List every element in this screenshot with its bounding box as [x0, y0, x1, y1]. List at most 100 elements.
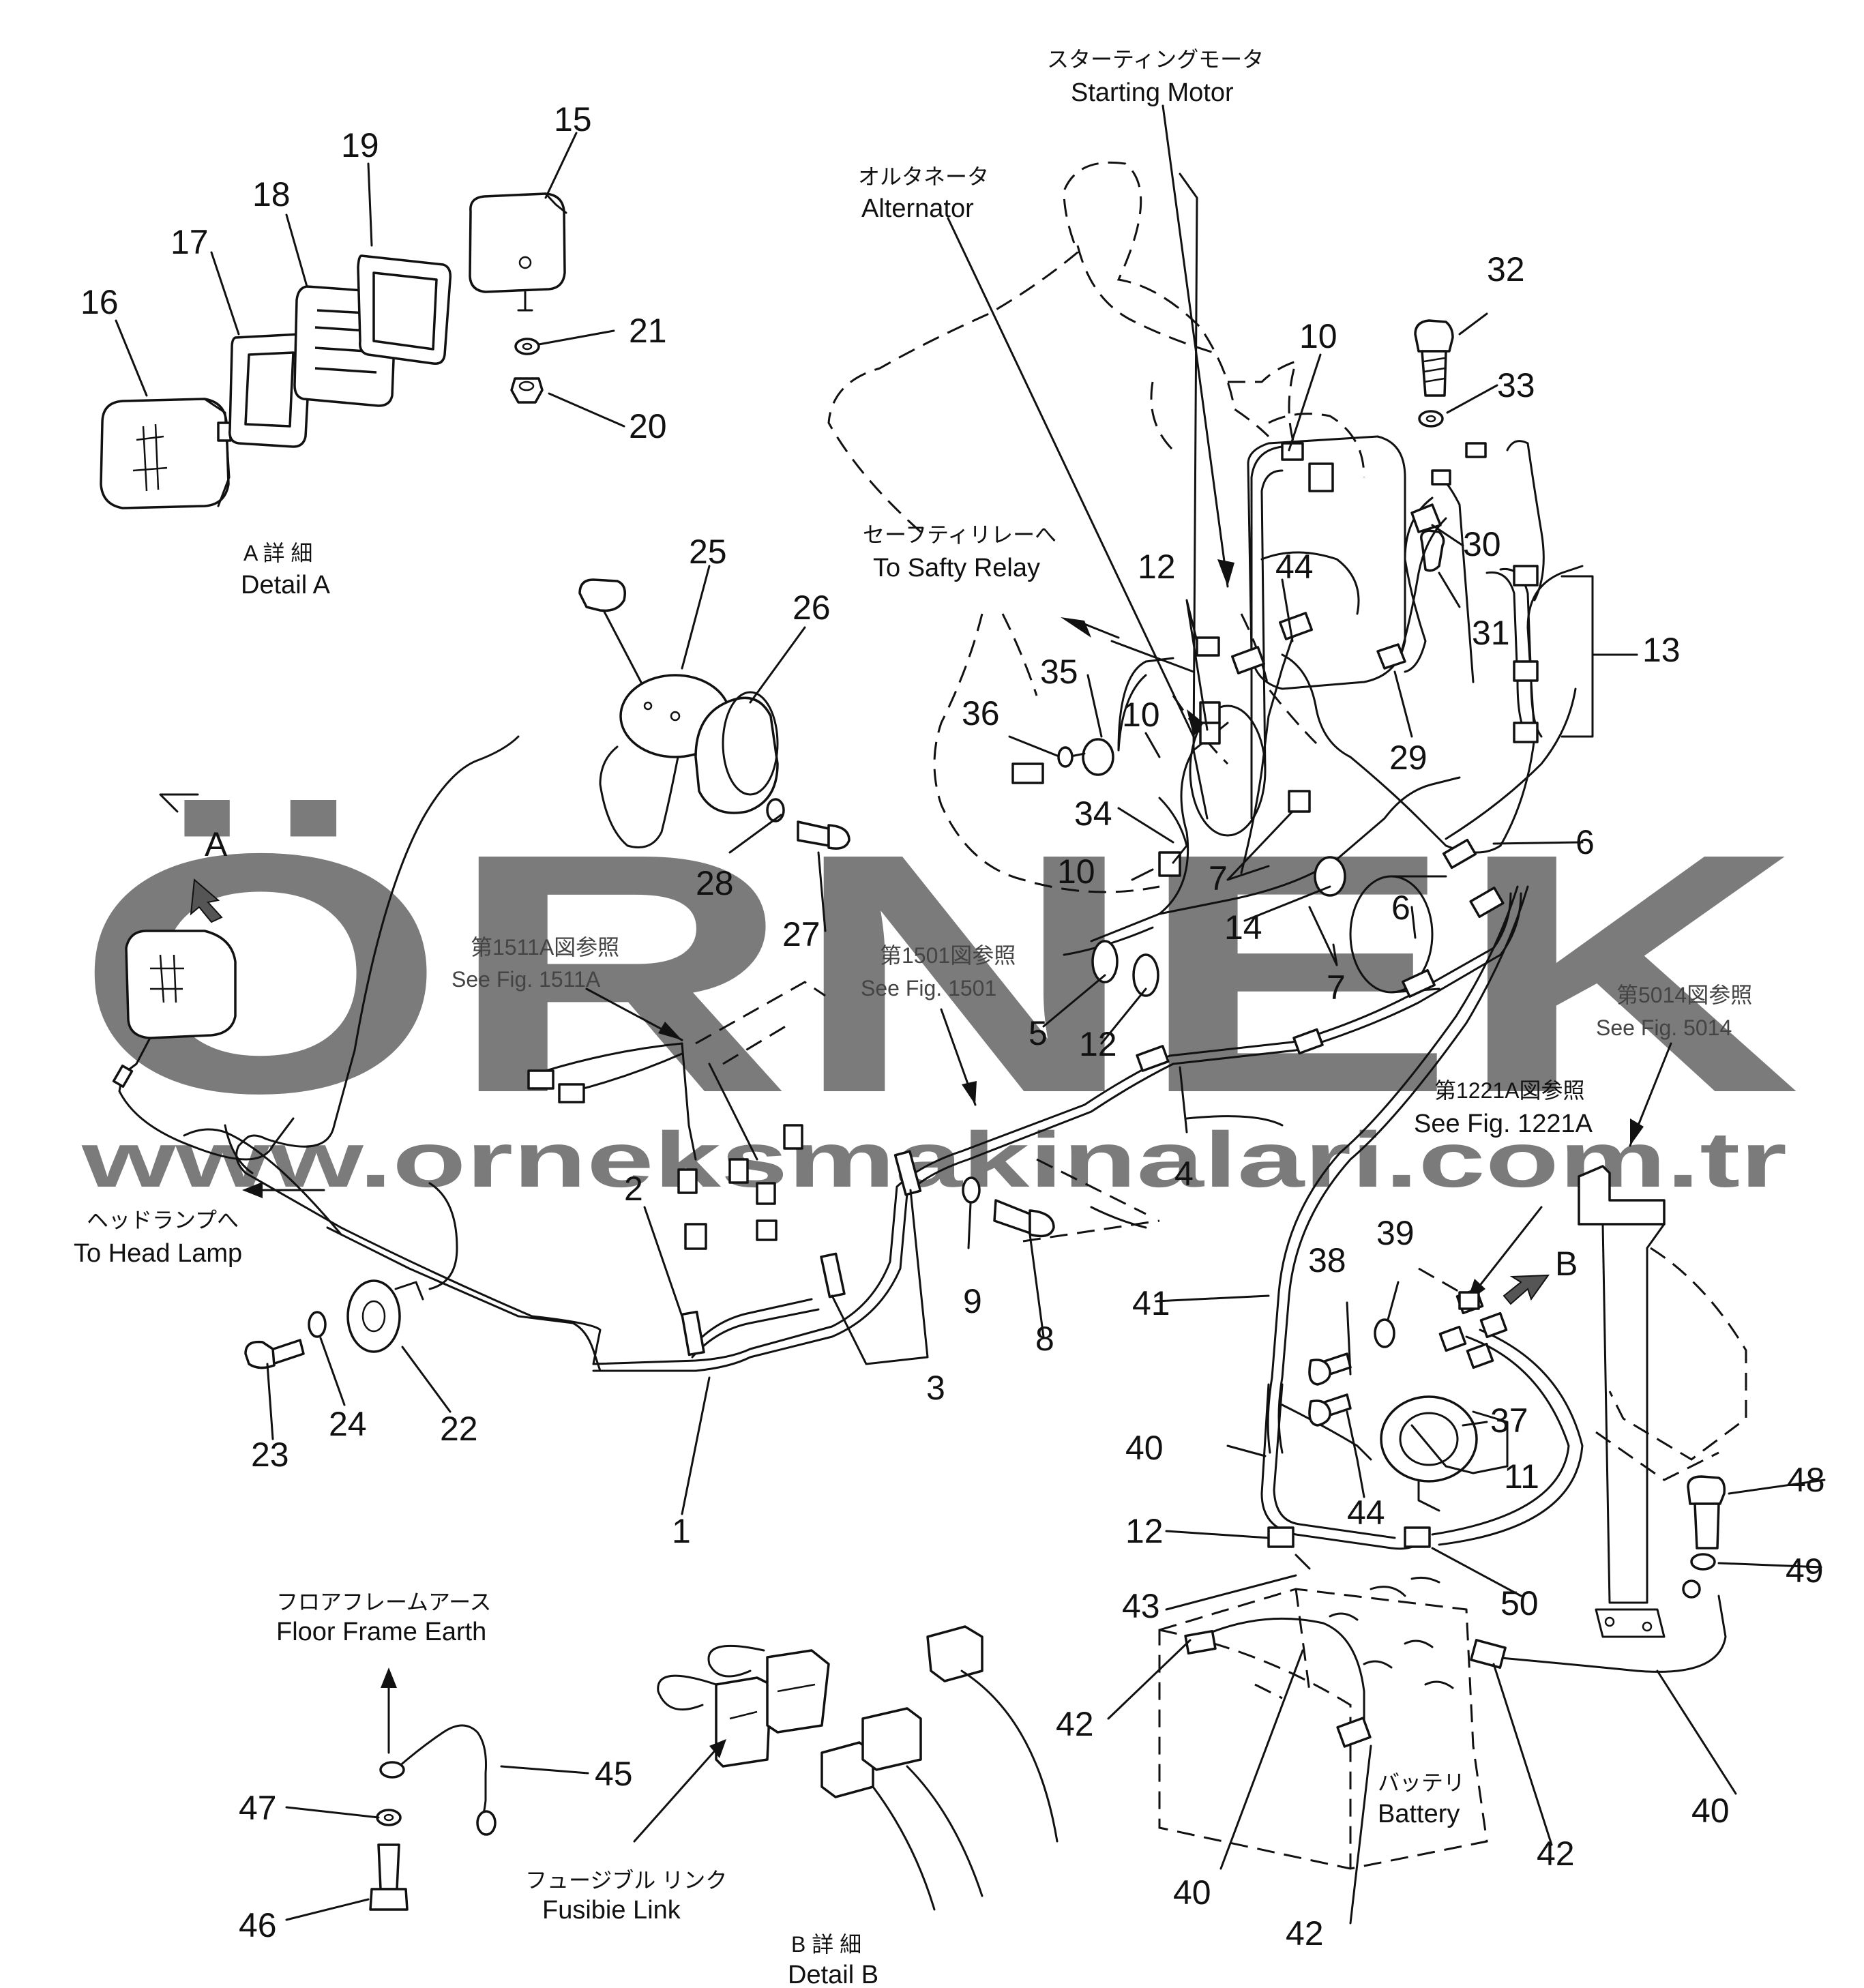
callout-42-b: 42	[1286, 1914, 1324, 1953]
see-5014-jp: 第5014図参照	[1616, 983, 1752, 1007]
fusible-link-en: Fusibie Link	[542, 1896, 681, 1925]
arrow-floor-earth-icon	[381, 1667, 397, 1688]
washer-39	[1374, 1318, 1395, 1348]
lamp-a	[112, 793, 237, 1088]
harness-clamps	[681, 442, 1505, 1548]
head-lamp-en: To Head Lamp	[74, 1239, 242, 1268]
callout-33: 33	[1497, 366, 1535, 404]
bracket-5014	[1578, 1165, 1747, 1638]
bulb-35	[1082, 738, 1114, 776]
callout-18: 18	[252, 175, 291, 213]
view-a-arrow-icon	[190, 878, 223, 923]
callout-7-b: 7	[1327, 968, 1346, 1007]
bolt-38	[1308, 1352, 1352, 1427]
watermark: ÖRNEK www.orneksmakinalari.com.tr	[75, 782, 1801, 1204]
view-a-label: A	[205, 825, 228, 863]
callout-43: 43	[1122, 1587, 1160, 1625]
callout-4: 4	[1174, 1155, 1194, 1193]
callout-10-c: 10	[1299, 317, 1337, 355]
detail-b-jp: B 詳 細	[791, 1932, 861, 1957]
callout-6-a: 6	[1575, 823, 1595, 861]
lamp-15	[469, 192, 567, 312]
safety-relay-en: To Safty Relay	[873, 554, 1040, 582]
callout-42-a: 42	[1056, 1705, 1094, 1743]
battery	[1158, 1576, 1701, 1870]
nut-20	[510, 377, 544, 404]
horn-22	[346, 1279, 424, 1353]
safety-relay-jp: セーフティリレーへ	[863, 522, 1056, 547]
washer-33	[1418, 410, 1444, 428]
watermark-url: www.orneksmakinalari.com.tr	[80, 1116, 1787, 1204]
callout-numbers: 15 19 18 17 16 21 20 25 26 28 27 35 36 3…	[80, 100, 1825, 1953]
safety-relay-parts	[1011, 674, 1188, 864]
alternator-jp: オルタネータ	[858, 164, 989, 189]
callout-12-a: 12	[1138, 548, 1176, 586]
callout-42-c: 42	[1537, 1835, 1575, 1873]
view-b-arrow-icon	[1503, 1274, 1550, 1305]
callout-19: 19	[341, 126, 379, 164]
alternator-en: Alternator	[861, 194, 974, 223]
callout-7-a: 7	[1209, 859, 1228, 897]
see-1501-en: See Fig. 1501	[861, 976, 996, 1000]
callout-23: 23	[251, 1436, 289, 1474]
washer-49	[1690, 1553, 1716, 1571]
battery-en: Battery	[1378, 1800, 1460, 1828]
see-1221a-jp: 第1221A図参照	[1434, 1078, 1585, 1103]
callout-12-c: 12	[1125, 1512, 1164, 1550]
starting-motor-en: Starting Motor	[1071, 78, 1234, 107]
callout-24: 24	[329, 1405, 367, 1443]
head-lamp-jp: ヘッドランプへ	[87, 1208, 239, 1232]
bracket-13	[1485, 565, 1638, 743]
earth-cable-45	[379, 1724, 497, 1836]
detail-b-fusible-link	[657, 1625, 1059, 1911]
captions: スターティングモータ Starting Motor オルタネータ Alterna…	[74, 47, 1752, 1988]
callout-22: 22	[440, 1410, 478, 1448]
arrow-fusible-link-icon	[709, 1739, 726, 1758]
washer-24	[308, 1311, 327, 1338]
callout-9: 9	[963, 1282, 982, 1320]
sensor-29	[1376, 517, 1447, 670]
callout-45: 45	[595, 1755, 633, 1793]
washer-47	[376, 1809, 402, 1826]
lamp-bezel-17	[228, 333, 312, 448]
bolt-32	[1414, 319, 1454, 397]
callout-15: 15	[554, 100, 592, 138]
callout-28: 28	[696, 864, 734, 902]
callout-17: 17	[171, 223, 209, 261]
see-1511a-jp: 第1511A図参照	[471, 935, 619, 960]
callout-49: 49	[1786, 1552, 1824, 1590]
callout-14: 14	[1224, 908, 1262, 947]
callout-1: 1	[672, 1512, 691, 1550]
bolt-27	[797, 820, 850, 850]
callout-44-a: 44	[1275, 548, 1314, 586]
bolt-8	[993, 1199, 1055, 1238]
watermark-brand: ÖRNEK	[75, 782, 1801, 1163]
callout-12-b: 12	[1079, 1025, 1117, 1063]
callout-2: 2	[624, 1170, 643, 1208]
callout-21: 21	[629, 312, 667, 350]
relay-connectors	[1438, 1288, 1508, 1369]
view-b-label: B	[1555, 1245, 1578, 1283]
callout-36: 36	[962, 694, 1000, 732]
callout-40-b: 40	[1173, 1873, 1211, 1912]
callout-10-b: 10	[1057, 852, 1095, 891]
callout-39: 39	[1376, 1214, 1415, 1252]
callout-40-a: 40	[1125, 1429, 1164, 1467]
callout-34: 34	[1074, 795, 1112, 833]
callout-8: 8	[1035, 1320, 1054, 1358]
callout-26: 26	[793, 589, 831, 627]
fusible-link-jp: フュージブル リンク	[525, 1868, 727, 1893]
floor-earth-jp: フロアフレームアース	[276, 1590, 492, 1614]
detail-a-lamp-assembly	[100, 254, 452, 509]
arrow-5014-icon	[1630, 1118, 1644, 1146]
bolt-48	[1687, 1475, 1726, 1549]
callout-20: 20	[629, 407, 667, 445]
callout-25: 25	[689, 533, 727, 571]
lamp-housing-16	[100, 398, 232, 509]
connector-36	[1011, 762, 1044, 784]
callout-46: 46	[239, 1906, 277, 1944]
relay-37	[1380, 1395, 1509, 1512]
detail-a-caption: A 詳 細 Detail A	[241, 541, 331, 599]
callout-5: 5	[1029, 1014, 1048, 1052]
